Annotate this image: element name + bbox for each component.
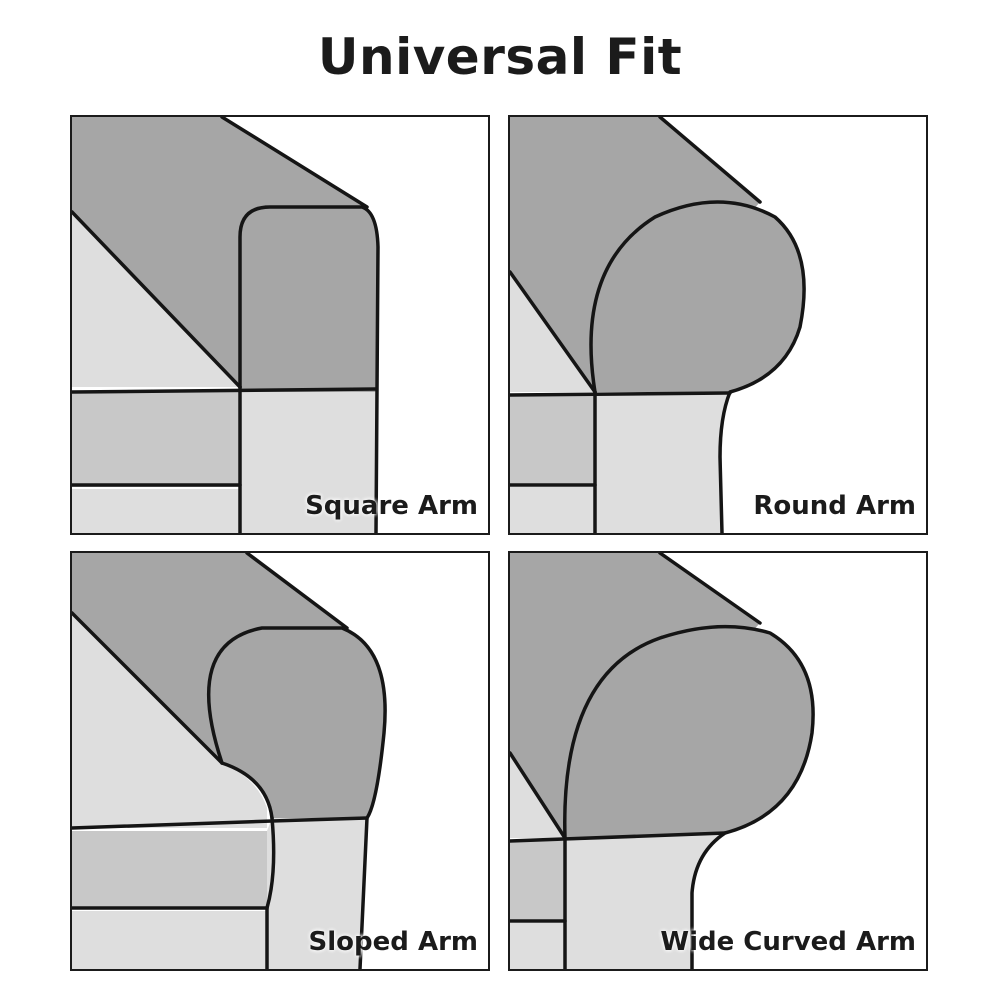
sloped-arm-panel: Sloped Arm <box>70 551 490 971</box>
panel-label: Round Arm <box>753 491 916 521</box>
sloped-arm-illustration <box>72 553 387 969</box>
square-arm-panel: Square Arm <box>70 115 490 535</box>
wide-curved-arm-panel: Wide Curved Arm <box>508 551 928 971</box>
round-arm-illustration <box>510 117 806 533</box>
wide-curved-arm-illustration <box>510 553 815 969</box>
panel-label: Sloped Arm <box>308 927 478 957</box>
panel-label: Wide Curved Arm <box>660 927 916 957</box>
round-arm-panel: Round Arm <box>508 115 928 535</box>
page-title: Universal Fit <box>317 28 683 86</box>
square-arm-illustration <box>72 117 380 533</box>
panel-label: Square Arm <box>305 491 478 521</box>
